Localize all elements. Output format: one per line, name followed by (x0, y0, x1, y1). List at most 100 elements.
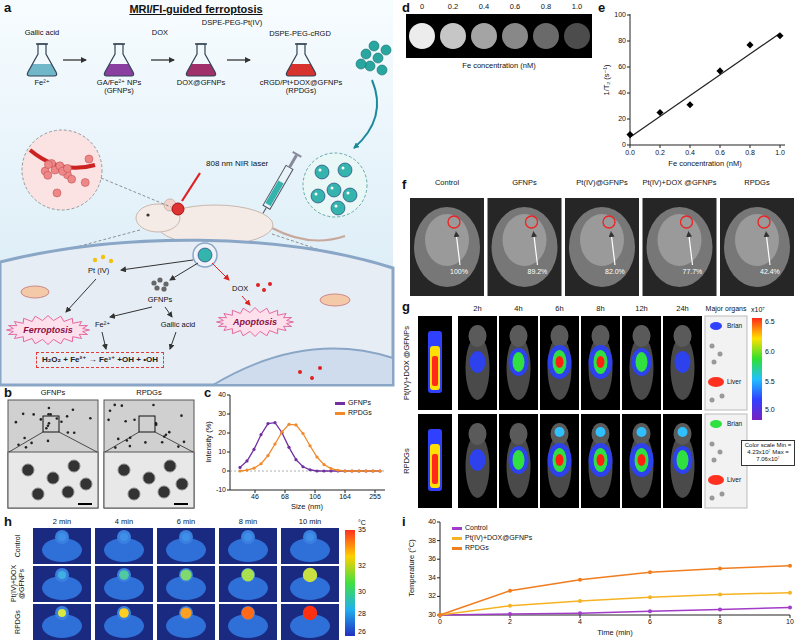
glow (636, 352, 648, 372)
data-point (718, 593, 722, 597)
mri-image (410, 198, 484, 296)
dox-dot (318, 366, 322, 370)
pathway-arrow (102, 332, 106, 349)
nanoparticle (198, 248, 212, 262)
zoom-line (105, 432, 139, 452)
data-point (266, 454, 269, 457)
particle (133, 418, 136, 421)
axis (230, 395, 231, 490)
thermal-image (157, 566, 215, 602)
particle (183, 441, 186, 444)
data-point (357, 469, 360, 472)
row-label: Pt(IV)+DOX @GFNPs (403, 318, 411, 408)
zoom-circle (22, 130, 102, 210)
panel-letter: f (402, 178, 406, 192)
tick-label: 30 (428, 611, 436, 619)
tick-label: 8 (718, 618, 722, 626)
tick (720, 615, 721, 618)
time-label: 4 min (115, 518, 133, 526)
data-point (343, 469, 346, 472)
vial-glow (430, 346, 440, 390)
mri-strip (406, 14, 592, 58)
glow (589, 443, 613, 477)
data-point (294, 458, 297, 461)
particle-zoom (22, 464, 34, 476)
tick (437, 596, 440, 597)
glow (675, 351, 691, 373)
tick-label: 6.0 (765, 348, 775, 356)
mri-tube (440, 23, 466, 49)
row-label: Control (14, 528, 22, 564)
mri-tube (409, 23, 435, 49)
tumor-ring (681, 216, 693, 228)
hot-spot (58, 571, 66, 579)
glow (548, 345, 572, 379)
data-point (329, 467, 332, 470)
particle (109, 409, 112, 412)
particle (161, 441, 164, 444)
laser-label: 808 nm NIR laser (206, 160, 268, 169)
mouse-head (55, 606, 69, 620)
axis (230, 490, 385, 491)
data-point (350, 469, 353, 472)
tick (227, 395, 230, 396)
tem-zoom (8, 452, 98, 508)
tick-label: 5.5 (765, 378, 775, 386)
data-point (364, 469, 367, 472)
brain-section (503, 214, 547, 266)
mri-image (488, 198, 562, 296)
species-label: Gallic acid (161, 321, 196, 329)
dox-dot (256, 283, 260, 287)
particle (117, 438, 120, 441)
mouse-head (179, 606, 193, 620)
tick-label: 60 (618, 63, 626, 71)
tem-image (104, 400, 194, 508)
flow-arrow (151, 59, 174, 60)
vial-image (418, 414, 452, 508)
axis (630, 145, 785, 146)
data-point (252, 448, 255, 451)
nanoparticle (365, 61, 375, 71)
tick-label: 0 (420, 3, 424, 11)
legend-text: RPDGs (348, 409, 372, 416)
tick-label: 0.6 (715, 149, 725, 157)
brain-glow (678, 427, 688, 437)
reagent-label: DSPE-PEG-Pt(IV) (202, 19, 262, 27)
mouse-section (414, 207, 480, 287)
highlight (331, 187, 334, 190)
node-text: Color scale Min = 4.23x10⁷ Max = 7.06x10… (744, 442, 792, 464)
hot-spot (306, 533, 314, 541)
particle-zoom (118, 464, 130, 476)
tumor (172, 203, 184, 215)
data-point (287, 423, 290, 426)
particle (180, 414, 183, 417)
tick (227, 452, 230, 453)
thermal-image (219, 528, 277, 564)
tick-label: 20 (218, 429, 226, 437)
mouse-head (55, 568, 69, 582)
mri-tube (502, 23, 528, 49)
image-label: RPDGs (136, 389, 161, 397)
tick-label: 0.2 (655, 149, 665, 157)
nanoparticle (356, 59, 366, 69)
curved-arrow (354, 80, 377, 148)
particle (89, 417, 92, 420)
glow (556, 356, 564, 368)
axis (630, 14, 631, 145)
hot-spot (182, 533, 190, 541)
particle (48, 422, 51, 425)
tick (660, 145, 661, 148)
pathway-arrow (170, 332, 176, 349)
particle (113, 404, 116, 407)
particle-zoom (176, 478, 188, 490)
panel-letter: d (402, 1, 410, 15)
tick-label: 30 (358, 588, 366, 596)
vial-glow (432, 454, 438, 484)
group-label: GFNPs (487, 179, 563, 187)
hot-spot (244, 533, 252, 541)
panel-title: MRI/FI-guided ferroptosis (129, 3, 262, 15)
legend-swatch (452, 527, 462, 530)
tick (227, 414, 230, 415)
thermal-image (33, 566, 91, 602)
